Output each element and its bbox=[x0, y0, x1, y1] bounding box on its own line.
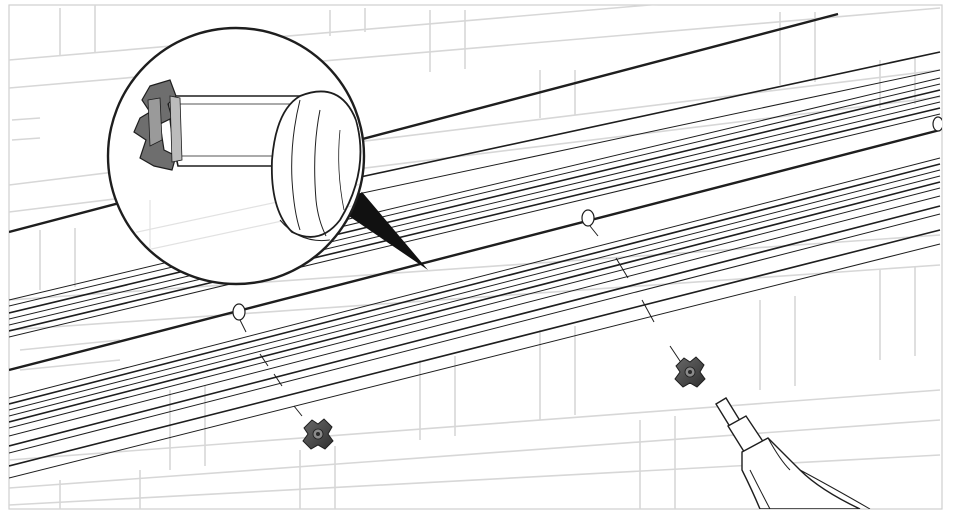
alignment-guide-right bbox=[615, 257, 683, 365]
profile-rail-upper bbox=[9, 77, 941, 338]
wire-end-right bbox=[932, 116, 942, 132]
wall-plug-left bbox=[302, 418, 334, 450]
profile-rail-lower bbox=[9, 157, 941, 479]
detail-magnifier-icon bbox=[106, 26, 366, 286]
wire-end-middle bbox=[581, 209, 599, 237]
alignment-guide-left bbox=[259, 353, 303, 417]
wire-end-left bbox=[232, 303, 247, 333]
magnifier-pointer bbox=[340, 192, 428, 270]
wall-plug-right bbox=[674, 356, 706, 388]
mounting-line bbox=[9, 128, 941, 372]
insertion-tool-icon bbox=[715, 397, 871, 509]
